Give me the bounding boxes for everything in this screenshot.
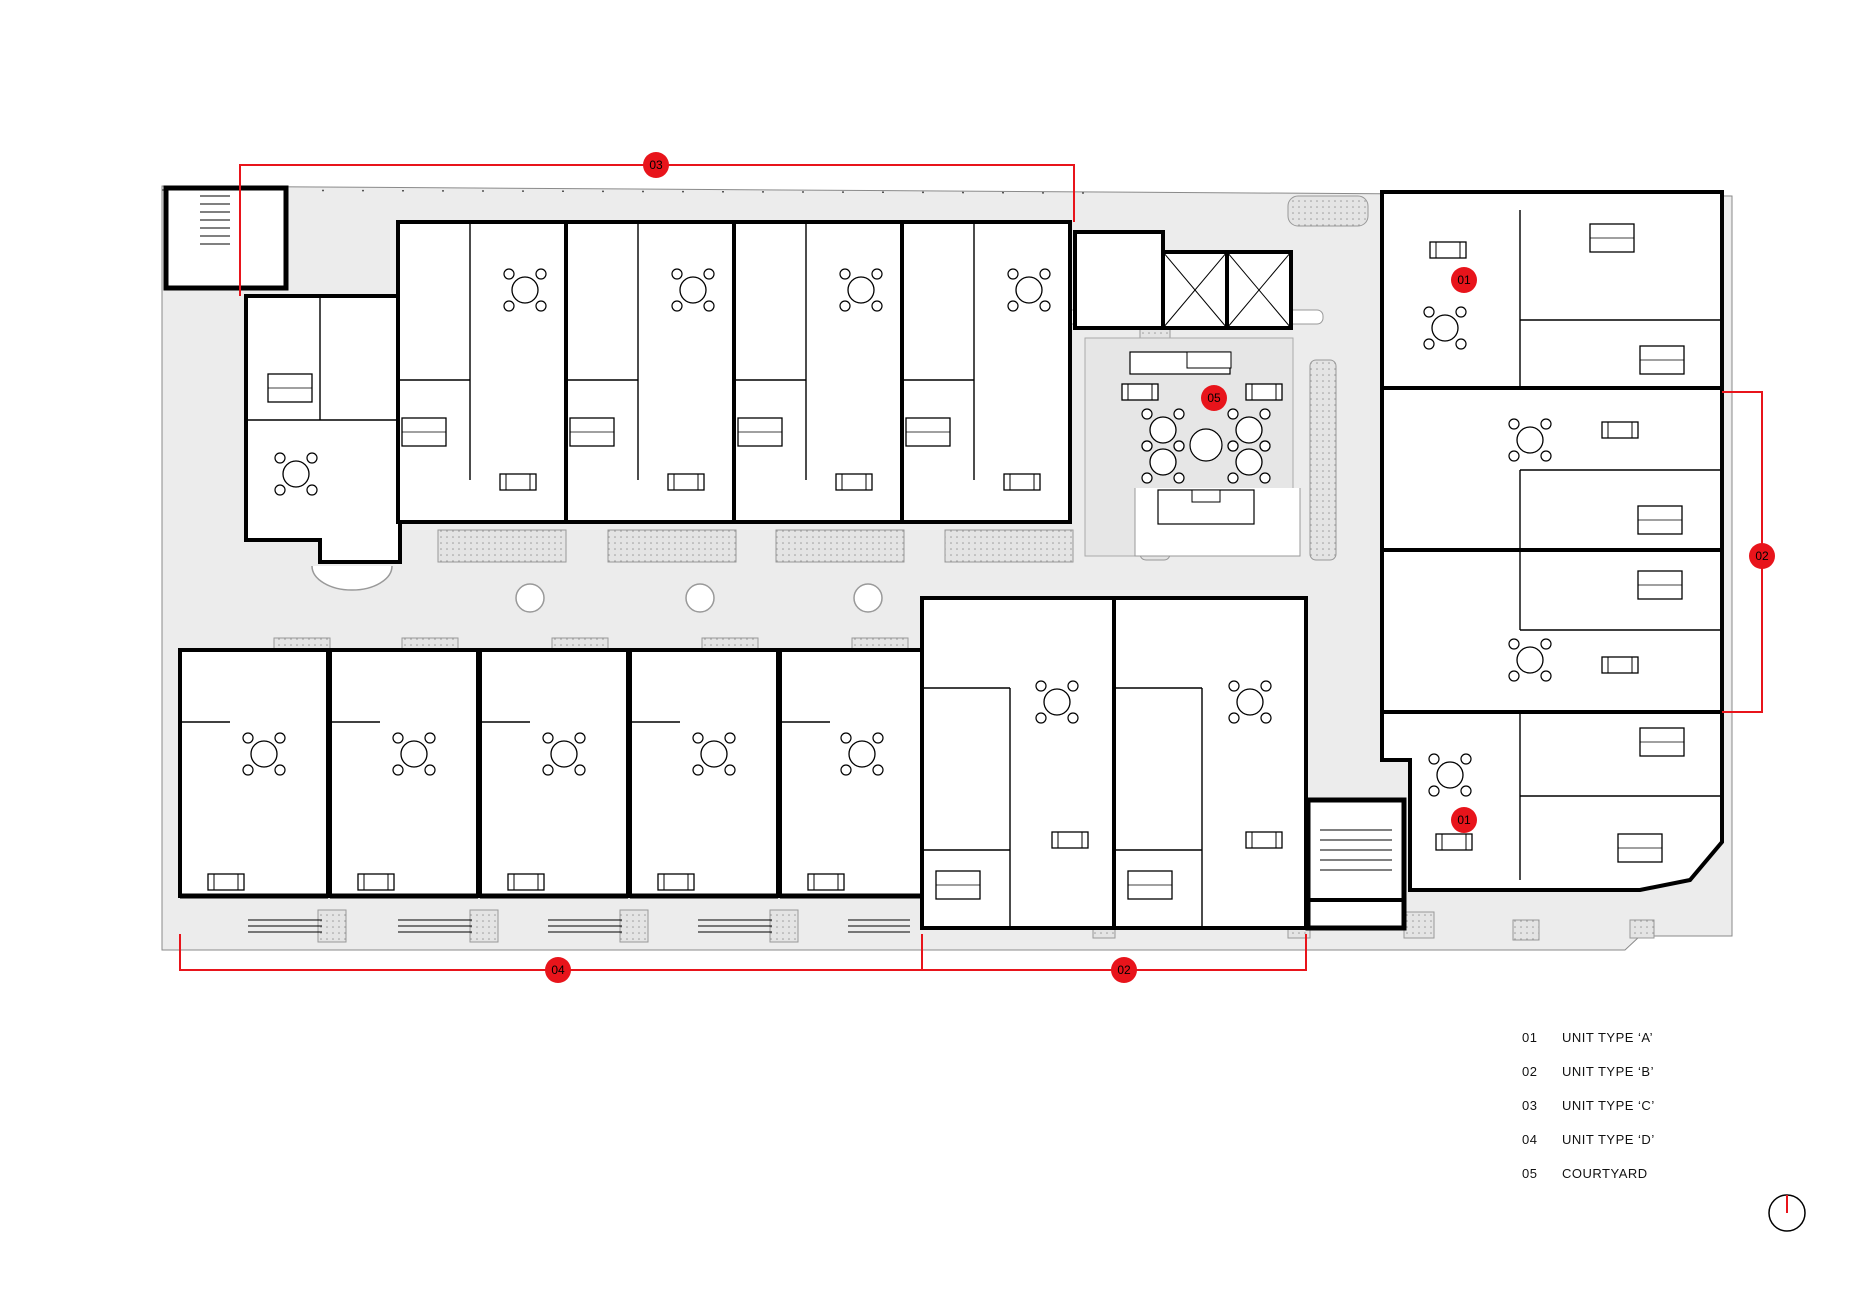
- unit-type-a-b-right: [1380, 190, 1724, 892]
- legend-label: COURTYARD: [1562, 1165, 1648, 1181]
- tag-02-right: 02: [1749, 543, 1775, 569]
- tag-circle: [1451, 807, 1477, 833]
- legend-label: UNIT TYPE ‘A’: [1562, 1029, 1654, 1045]
- tag-01-lower: 01: [1451, 807, 1477, 833]
- tag-label: 03: [649, 158, 663, 172]
- tag-label: 02: [1755, 549, 1769, 563]
- tag-circle: [1451, 267, 1477, 293]
- legend-label: UNIT TYPE ‘B’: [1562, 1063, 1654, 1079]
- tag-02-bottom: 02: [1111, 957, 1137, 983]
- tag-circle: [1749, 543, 1775, 569]
- tag-circle: [643, 152, 669, 178]
- tag-05-courtyard: 05: [1201, 385, 1227, 411]
- tag-circle: [545, 957, 571, 983]
- legend-number: 04: [1522, 1131, 1538, 1147]
- tag-label: 02: [1117, 963, 1131, 977]
- legend-label: UNIT TYPE ‘D’: [1562, 1131, 1655, 1147]
- legend-item: 03 UNIT TYPE ‘C’: [1522, 1088, 1782, 1122]
- legend-number: 01: [1522, 1029, 1538, 1045]
- unit-c-interiors: [246, 222, 975, 480]
- tag-04-bottom: 04: [545, 957, 571, 983]
- tag-circle: [1111, 957, 1137, 983]
- tag-01-upper: 01: [1451, 267, 1477, 293]
- legend-item: 01 UNIT TYPE ‘A’: [1522, 1020, 1782, 1054]
- legend: 01 UNIT TYPE ‘A’ 02 UNIT TYPE ‘B’ 03 UNI…: [1522, 1020, 1782, 1190]
- legend-label: UNIT TYPE ‘C’: [1562, 1097, 1655, 1113]
- unit-d-steps: [248, 919, 910, 933]
- service-core-top: [1073, 230, 1293, 330]
- legend-item: 05 COURTYARD: [1522, 1156, 1782, 1190]
- courtyard: [1064, 309, 1324, 557]
- stair-core-bottom: [1305, 797, 1407, 931]
- tag-03-top: 03: [643, 152, 669, 178]
- unit-b-interiors: [922, 687, 1203, 928]
- legend-number: 05: [1522, 1165, 1538, 1181]
- right-block-interiors: [1519, 210, 1722, 880]
- tag-label: 05: [1207, 391, 1221, 405]
- legend-number: 03: [1522, 1097, 1538, 1113]
- legend-item: 02 UNIT TYPE ‘B’: [1522, 1054, 1782, 1088]
- tag-label: 04: [551, 963, 565, 977]
- corridor-skylights: [311, 565, 883, 613]
- tag-label: 01: [1457, 813, 1471, 827]
- tag-circle: [1201, 385, 1227, 411]
- unit-d-interiors: [180, 721, 922, 899]
- tag-label: 01: [1457, 273, 1471, 287]
- legend-item: 04 UNIT TYPE ‘D’: [1522, 1122, 1782, 1156]
- legend-number: 02: [1522, 1063, 1538, 1079]
- stair-core-top-left: [163, 185, 289, 291]
- unit-type-d-row: [178, 648, 924, 898]
- unit-type-tags: 03 05 01 01 02 04 02: [545, 152, 1775, 983]
- north-arrow-icon: [1768, 1194, 1806, 1232]
